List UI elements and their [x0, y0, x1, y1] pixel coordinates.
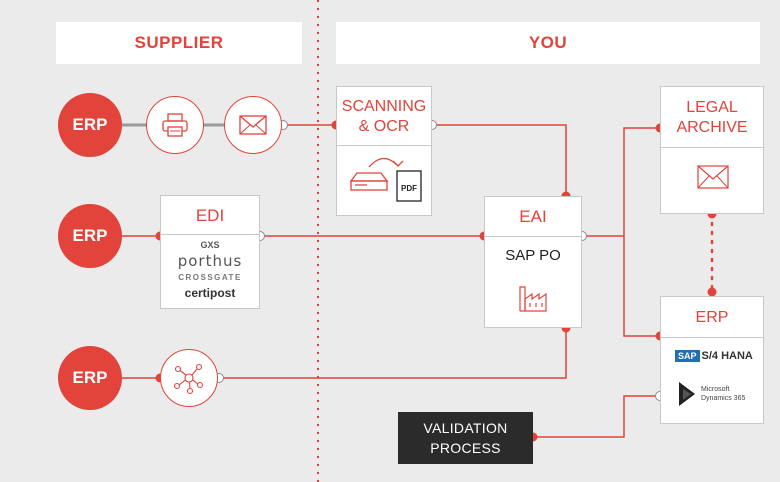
validation-line2: PROCESS	[430, 440, 501, 456]
edi-title: EDI	[195, 206, 225, 225]
crossgate-logo: CROSSGATE	[178, 273, 242, 282]
scanning-separator	[337, 145, 431, 146]
printer-icon	[162, 113, 188, 137]
mail-node	[224, 96, 282, 154]
network-to-eai-line	[219, 328, 567, 379]
edi-box: EDI GXS porthus CROSSGATE certipost	[160, 195, 260, 309]
archive-title-1: LEGAL	[686, 99, 738, 116]
scan-to-eai-line	[432, 124, 567, 196]
certipost-logo: certipost	[184, 286, 236, 300]
ms-line2: Dynamics 365	[701, 395, 746, 402]
legal-archive-box: LEGAL ARCHIVE	[660, 86, 764, 214]
network-node	[160, 349, 218, 407]
ms-dynamics-logo: Microsoft Dynamics 365	[677, 381, 745, 407]
scanning-title-2: & OCR	[358, 118, 410, 135]
erp-node-2: ERP	[58, 204, 122, 268]
erp-target-title: ERP	[695, 309, 729, 326]
supplier-header: SUPPLIER	[56, 22, 302, 64]
factory-icon	[519, 286, 547, 312]
porthus-logo: porthus	[177, 252, 243, 270]
scanning-box: SCANNING & OCR PDF	[336, 86, 432, 216]
eai-subtitle: SAP PO	[505, 247, 561, 264]
erp-node-3: ERP	[58, 346, 122, 410]
eai-box: EAI SAP PO	[484, 196, 582, 328]
eai-separator	[485, 236, 581, 237]
dynamics-icon	[679, 382, 695, 406]
gxs-logo: GXS	[200, 240, 220, 250]
eai-title: EAI	[519, 207, 547, 226]
archive-envelope-icon	[697, 165, 729, 189]
s4hana-label: S/4 HANA	[701, 350, 753, 362]
archive-title-2: ARCHIVE	[676, 119, 748, 136]
validation-to-erp-line	[533, 395, 660, 438]
scanning-title-1: SCANNING	[341, 98, 427, 115]
sap-s4hana-logo: SAP S/4 HANA	[675, 350, 753, 362]
erp-target-separator	[661, 337, 763, 338]
you-header: YOU	[336, 22, 760, 64]
edi-separator	[161, 234, 259, 235]
validation-process-box: VALIDATION PROCESS	[398, 412, 533, 464]
network-hub-icon	[173, 363, 204, 395]
erp-target-box: ERP SAP S/4 HANA Microsoft Dynamics 365	[660, 296, 764, 424]
eai-branch-line	[623, 127, 660, 337]
pdf-label: PDF	[401, 184, 417, 193]
validation-line1: VALIDATION	[423, 420, 508, 436]
scan-to-pdf-icon: PDF	[349, 157, 422, 202]
sap-logo: SAP	[675, 350, 700, 362]
dot	[707, 287, 717, 297]
envelope-icon	[239, 115, 267, 135]
printer-node	[146, 96, 204, 154]
archive-separator	[661, 147, 763, 148]
erp-node-1: ERP	[58, 93, 122, 157]
ms-line1: Microsoft	[701, 386, 730, 393]
